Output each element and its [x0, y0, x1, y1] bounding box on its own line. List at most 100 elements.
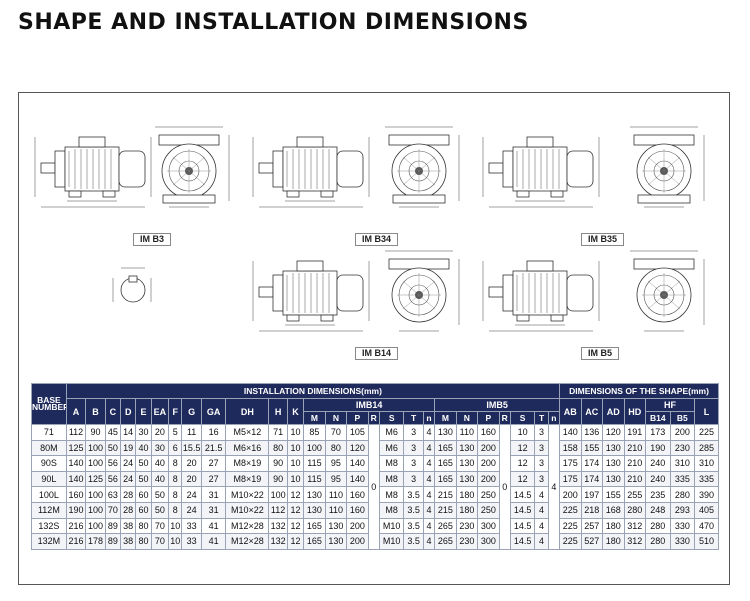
table-cell: 200 — [669, 424, 696, 441]
table-cell: 125 — [65, 439, 87, 457]
table-cell: 89 — [104, 533, 122, 550]
table-cell: 3 — [403, 470, 424, 488]
im-b3-side-view — [34, 136, 152, 208]
dimensions-table: BASE NUMBER INSTALLATION DIMENSIONS(mm) … — [31, 383, 719, 550]
table-cell: 10 — [286, 455, 305, 472]
table-cell: 405 — [694, 501, 719, 519]
table-cell: 15.5 — [181, 439, 202, 457]
table-cell: 4 — [422, 517, 436, 535]
table-cell: 4 — [422, 439, 436, 457]
table-cell: 28 — [120, 486, 137, 503]
header-imb5-p: P — [477, 411, 500, 425]
table-cell: 80 — [135, 517, 152, 535]
page-title: SHAPE AND INSTALLATION DIMENSIONS — [18, 10, 529, 35]
table-cell: 115 — [303, 455, 326, 472]
table-cell: 3 — [403, 439, 424, 457]
table-cell: 105 — [346, 424, 369, 441]
table-cell: 155 — [602, 486, 625, 503]
table-cell: 136 — [580, 424, 604, 441]
table-cell: 16 — [200, 424, 227, 441]
table-cell: 10 — [509, 424, 536, 441]
table-cell: M5×12 — [225, 424, 270, 441]
header-imb5-n: n — [547, 411, 561, 425]
table-cell: 191 — [623, 424, 646, 441]
table-cell: 160 — [346, 486, 369, 503]
table-cell: 112 — [268, 501, 288, 519]
table-cell: 21.5 — [200, 439, 227, 457]
table-cell: 225 — [559, 517, 582, 535]
table-cell: 216 — [65, 517, 87, 535]
table-cell: 24 — [120, 455, 137, 472]
technical-drawings: IM B3 IM B34 IM B35 IM B14 IM B5 — [19, 93, 731, 383]
table-cell: 12 — [509, 439, 536, 457]
table-cell: 210 — [623, 470, 646, 488]
table-cell: 197 — [580, 486, 604, 503]
table-cell: 63 — [104, 486, 122, 503]
header-imb14-s: S — [378, 411, 405, 425]
cell-base-number: 80M — [31, 439, 67, 457]
table-cell: 257 — [580, 517, 604, 535]
header-imb14-n: n — [422, 411, 436, 425]
table-cell: 200 — [346, 533, 369, 550]
table-cell: 300 — [477, 533, 500, 550]
table-cell: 280 — [644, 533, 671, 550]
table-cell: 4 — [422, 424, 436, 441]
table-cell: 31 — [200, 501, 227, 519]
view-label-im-b3: IM B3 — [133, 233, 172, 246]
table-cell: 4 — [534, 517, 549, 535]
header-col-ab: AB — [559, 398, 582, 425]
table-cell: 40 — [150, 470, 170, 488]
table-cell: 140 — [346, 470, 369, 488]
table-cell: 132 — [268, 533, 288, 550]
table-cell: M8 — [378, 486, 405, 503]
table-cell: 248 — [644, 501, 671, 519]
table-cell: 3.5 — [403, 533, 424, 550]
table-cell: 310 — [669, 455, 696, 472]
header-col-l: L — [694, 398, 719, 425]
table-cell: 200 — [559, 486, 582, 503]
table-cell: M8×19 — [225, 455, 270, 472]
header-col-dh: DH — [225, 398, 270, 425]
table-cell: 125 — [85, 470, 106, 488]
table-cell: 215 — [434, 486, 457, 503]
table-cell: 230 — [455, 517, 479, 535]
table-cell: 12 — [286, 501, 305, 519]
table-cell: 200 — [477, 439, 500, 457]
table-cell: M10×22 — [225, 486, 270, 503]
im-b5-front-view — [629, 250, 705, 332]
table-cell: 110 — [455, 424, 479, 441]
table-cell: 527 — [580, 533, 604, 550]
table-cell: 40 — [150, 455, 170, 472]
im-b3-front-view — [154, 126, 230, 208]
table-cell: 70 — [104, 501, 122, 519]
drawing-frame: IM B3 IM B34 IM B35 IM B14 IM B5 BASE NU… — [18, 92, 730, 585]
table-cell: 165 — [434, 470, 457, 488]
cell-imb5-n: 4 — [547, 424, 561, 550]
table-cell: 115 — [303, 470, 326, 488]
table-cell: 8 — [168, 486, 183, 503]
table-cell: 70 — [150, 533, 170, 550]
table-cell: 155 — [580, 439, 604, 457]
table-cell: 112 — [65, 424, 87, 441]
table-cell: 3 — [534, 470, 549, 488]
header-installation-dimensions: INSTALLATION DIMENSIONS(mm) — [65, 383, 561, 399]
table-cell: 89 — [104, 517, 122, 535]
table-cell: 50 — [135, 455, 152, 472]
table-cell: 24 — [120, 470, 137, 488]
view-label-im-b34: IM B34 — [355, 233, 399, 246]
table-cell: 4 — [422, 455, 436, 472]
table-cell: 100 — [85, 439, 106, 457]
cell-base-number: 71 — [31, 424, 67, 441]
dimensions-table-wrap: BASE NUMBER INSTALLATION DIMENSIONS(mm) … — [31, 383, 719, 550]
table-cell: 14.5 — [509, 501, 536, 519]
table-cell: 70 — [150, 517, 170, 535]
table-cell: 180 — [455, 486, 479, 503]
table-cell: 10 — [286, 424, 305, 441]
table-cell: 130 — [324, 517, 348, 535]
table-cell: 27 — [200, 470, 227, 488]
header-col-c: C — [104, 398, 122, 425]
